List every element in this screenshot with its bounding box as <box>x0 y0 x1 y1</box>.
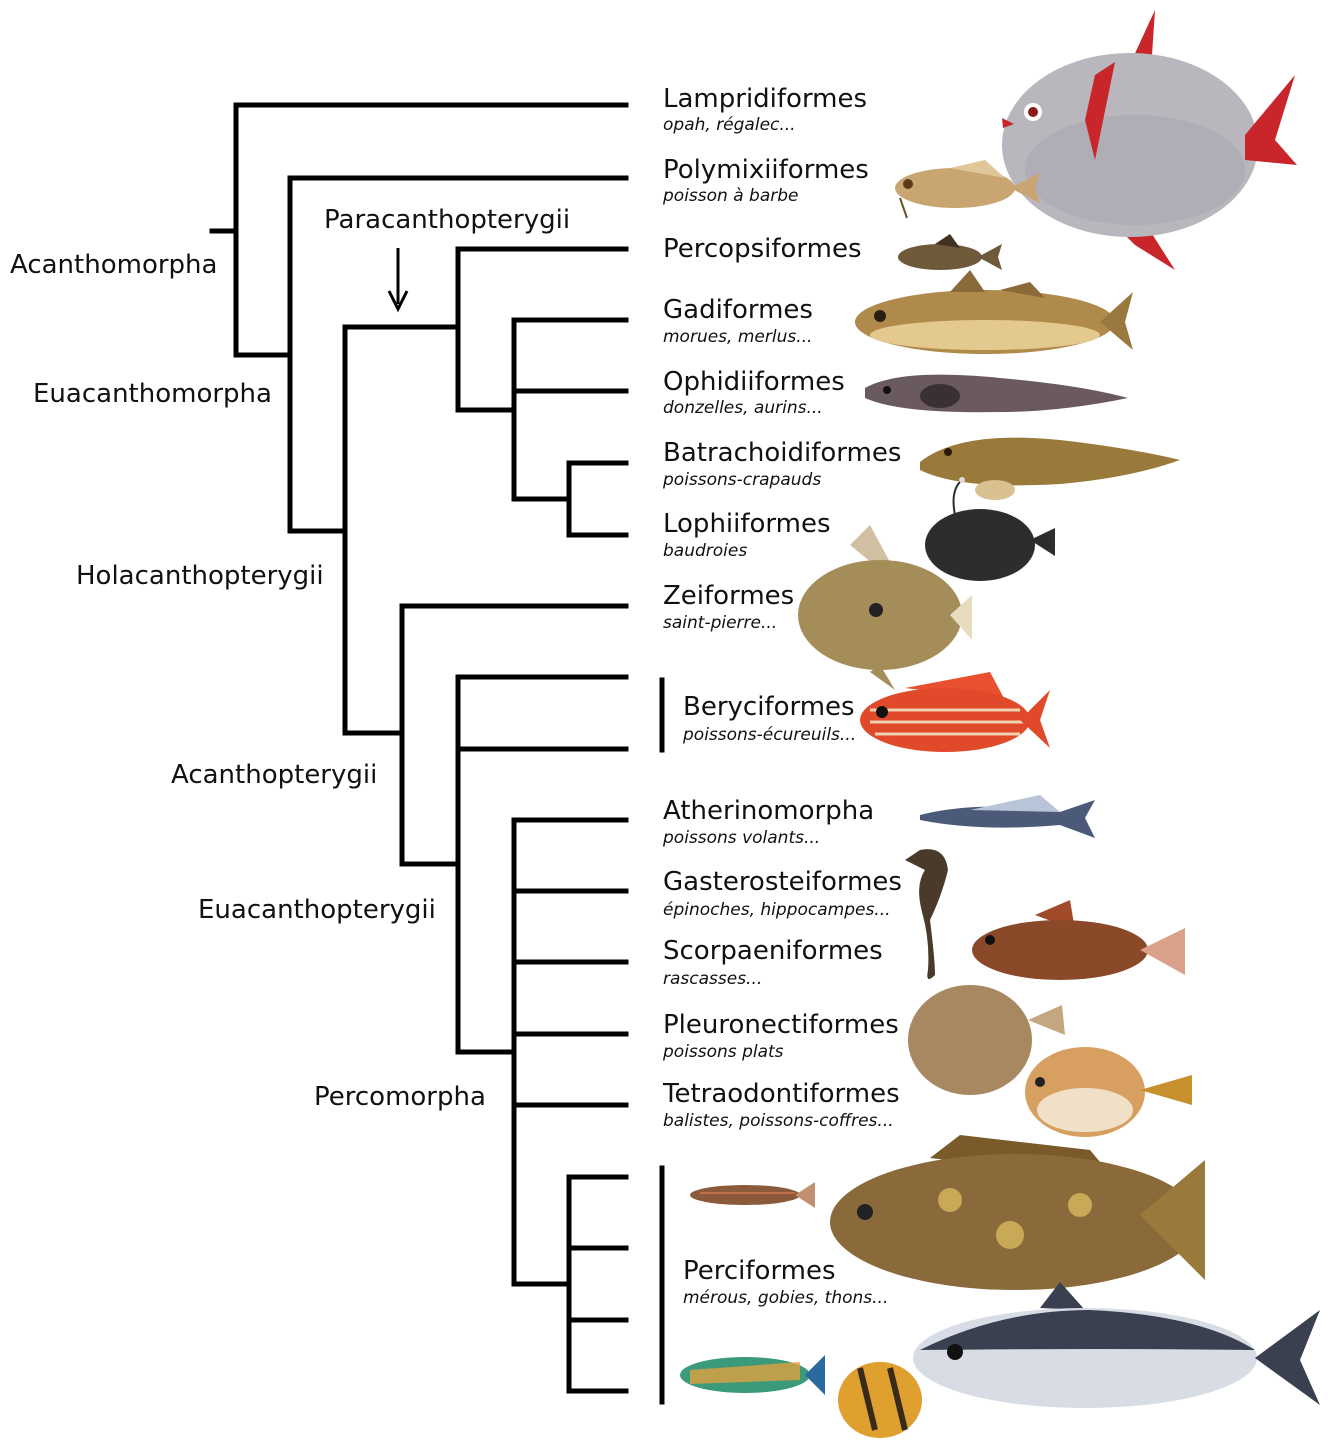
order-common-name: rascasses... <box>663 969 762 989</box>
order-name: Lophiiformes <box>663 509 831 539</box>
order-name: Lampridiformes <box>663 84 867 114</box>
cusk-eel-icon <box>865 375 1128 413</box>
tuna-icon <box>913 1282 1320 1408</box>
order-name: Pleuronectiformes <box>663 1010 899 1040</box>
order-name: Perciformes <box>683 1256 836 1286</box>
order-common-name: balistes, poissons-coffres... <box>663 1111 894 1131</box>
clade-percomorpha: Percomorpha <box>314 1082 486 1112</box>
wrasse-icon <box>680 1355 825 1395</box>
clade-euacanthopterygii: Euacanthopterygii <box>198 895 436 925</box>
clade-acanthopterygii: Acanthopterygii <box>171 760 377 790</box>
clade-acanthomorpha: Acanthomorpha <box>10 250 217 280</box>
order-name: Gadiformes <box>663 295 813 325</box>
order-common-name: saint-pierre... <box>663 613 777 633</box>
order-name: Scorpaeniformes <box>663 936 883 966</box>
toadfish-icon <box>920 438 1180 500</box>
clade-paracanthopterygii: Paracanthopterygii <box>324 205 570 235</box>
order-labels: Lampridiformes opah, régalec... Polymixi… <box>662 84 902 1308</box>
order-common-name: poissons volants... <box>662 828 820 848</box>
order-common-name: baudroies <box>663 541 747 561</box>
order-name: Gasterosteiformes <box>663 867 902 897</box>
order-common-name: épinoches, hippocampes... <box>663 900 891 920</box>
grouper-icon <box>830 1135 1205 1290</box>
order-common-name: donzelles, aurins... <box>663 398 823 418</box>
order-name: Beryciformes <box>683 692 855 722</box>
order-common-name: morues, merlus... <box>663 327 812 347</box>
order-common-name: poisson à barbe <box>662 186 798 206</box>
trout-perch-icon <box>898 234 1002 270</box>
order-common-name: opah, régalec... <box>663 115 796 135</box>
order-common-name: poissons-écureuils... <box>682 725 856 745</box>
tree-branches <box>212 105 662 1402</box>
order-name: Ophidiiformes <box>663 367 845 397</box>
opah-fish-icon <box>1002 10 1297 270</box>
goby-icon <box>690 1182 815 1208</box>
order-common-name: poissons plats <box>662 1042 784 1062</box>
flying-fish-icon <box>920 795 1095 838</box>
pufferfish-icon <box>1025 1047 1192 1137</box>
clade-euacanthomorpha: Euacanthomorpha <box>33 379 272 409</box>
order-common-name: poissons-crapauds <box>662 470 821 490</box>
scorpionfish-icon <box>972 900 1185 980</box>
order-name: Percopsiformes <box>663 234 862 264</box>
fish-illustrations <box>680 10 1320 1438</box>
order-name: Atherinomorpha <box>663 796 874 826</box>
clade-holacanthopterygii: Holacanthopterygii <box>76 561 324 591</box>
order-name: Zeiformes <box>663 581 794 611</box>
seahorse-icon <box>905 849 948 979</box>
butterflyfish-icon <box>838 1362 922 1438</box>
cod-icon <box>855 270 1133 354</box>
order-name: Polymixiiformes <box>663 155 869 185</box>
order-name: Tetraodontiformes <box>662 1079 900 1109</box>
order-name: Batrachoidiformes <box>663 438 901 468</box>
order-common-name: mérous, gobies, thons... <box>683 1288 888 1308</box>
